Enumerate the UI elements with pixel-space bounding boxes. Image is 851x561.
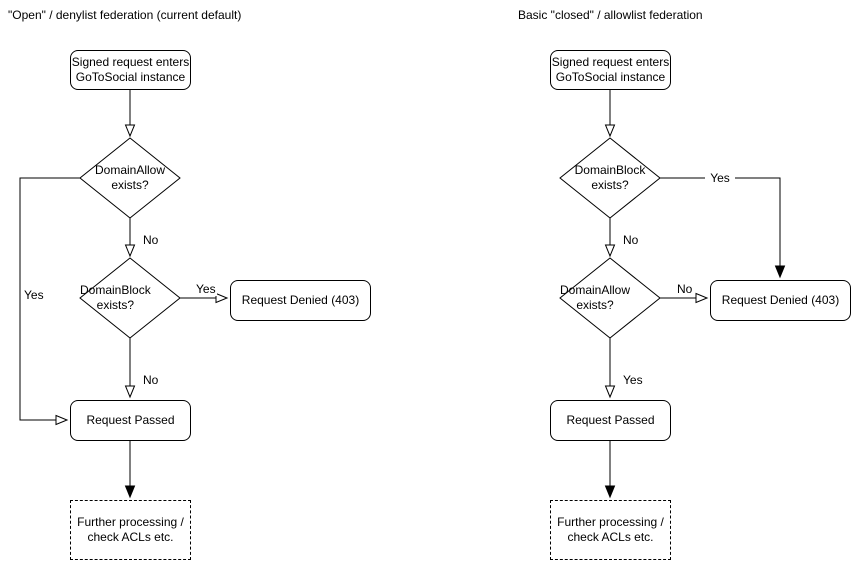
right-decision2-label: DomainAllow exists? bbox=[560, 283, 631, 312]
right-passed-box: Request Passed bbox=[550, 400, 671, 441]
left-further-box: Further processing / check ACLs etc. bbox=[70, 500, 191, 560]
left-passed-box: Request Passed bbox=[70, 400, 191, 441]
right-entry-box: Signed request enters GoToSocial instanc… bbox=[550, 50, 671, 90]
left-edge-decision1-yes-bypass bbox=[19, 177, 80, 426]
right-decision1-label: DomainBlock exists? bbox=[574, 163, 646, 192]
right-decision2-no-label: No bbox=[676, 282, 694, 296]
right-further-box: Further processing / check ACLs etc. bbox=[550, 500, 671, 560]
right-decision1-diamond bbox=[559, 137, 661, 219]
right-decision2-diamond bbox=[559, 257, 661, 339]
right-decision1-yes-label: Yes bbox=[705, 171, 735, 185]
right-edge-decision1-yes-bypass bbox=[660, 177, 786, 279]
left-decision1-no-label: No bbox=[142, 233, 160, 247]
left-denied-box: Request Denied (403) bbox=[230, 280, 371, 321]
left-decision2-label: DomainBlock exists? bbox=[80, 283, 151, 312]
left-entry-box: Signed request enters GoToSocial instanc… bbox=[70, 50, 191, 90]
left-chart-title: "Open" / denylist federation (current de… bbox=[8, 8, 242, 22]
left-decision2-yes-label: Yes bbox=[195, 282, 217, 296]
left-decision2-no-label: No bbox=[142, 373, 160, 387]
left-decision1-diamond bbox=[79, 137, 181, 219]
right-chart-title: Basic "closed" / allowlist federation bbox=[518, 8, 703, 22]
right-decision1-no-label: No bbox=[622, 233, 640, 247]
left-decision1-yes-label: Yes bbox=[23, 288, 45, 302]
right-denied-box: Request Denied (403) bbox=[710, 280, 851, 321]
left-decision2-diamond bbox=[79, 257, 181, 339]
left-decision1-label: DomainAllow exists? bbox=[94, 163, 166, 192]
right-decision2-yes-label: Yes bbox=[622, 373, 644, 387]
